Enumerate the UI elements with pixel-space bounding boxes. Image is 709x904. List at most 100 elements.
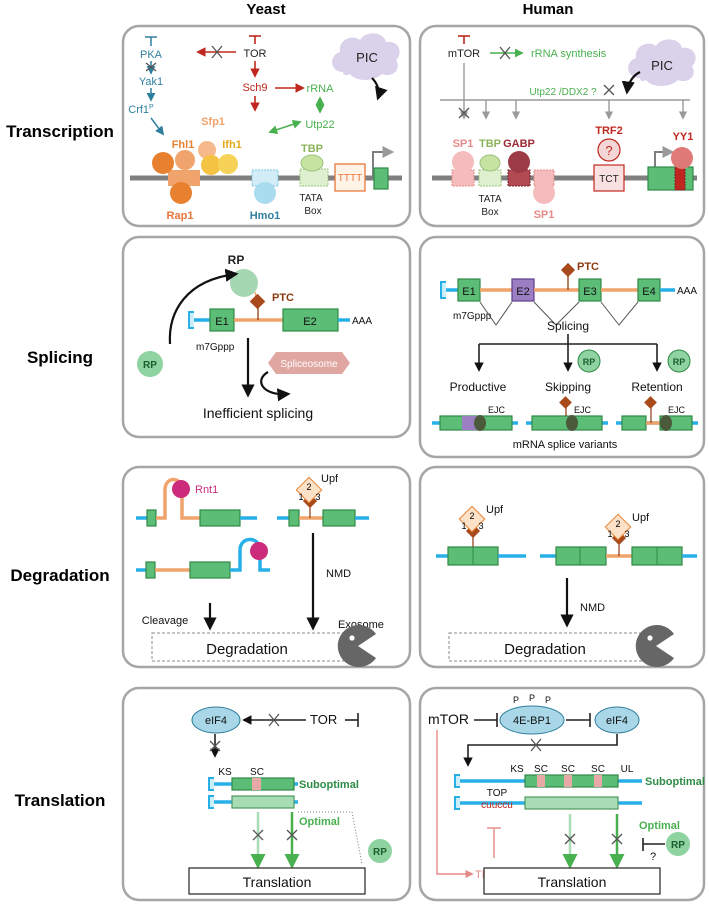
rp-label-human-tl: RP bbox=[671, 840, 685, 851]
rp-circle-yeast-tl bbox=[368, 839, 392, 863]
upf-label-human-1: Upf bbox=[486, 504, 504, 516]
eif4-yeast bbox=[191, 706, 241, 734]
sc-label-human-2: SC bbox=[561, 764, 575, 775]
phospho-3: P bbox=[545, 695, 551, 705]
rap1-site bbox=[168, 170, 200, 186]
tata-label-human: TATA bbox=[478, 194, 502, 205]
upf-complex-human-2 bbox=[604, 513, 632, 541]
upf-1-yeast: 1 bbox=[298, 492, 303, 502]
upf-2-human-b: 2 bbox=[615, 519, 620, 529]
spliceosome-label: Spliceosome bbox=[280, 359, 338, 370]
eif4-label-human: eIF4 bbox=[606, 715, 628, 727]
tor-label: TOR bbox=[243, 48, 266, 60]
yy1-label: YY1 bbox=[673, 131, 694, 143]
human-transcription: mTOR rRNA synthesis PIC Utp22 /DDX2 ? SP… bbox=[432, 35, 697, 221]
panel-human-translation bbox=[418, 686, 706, 902]
orf-optimal-human bbox=[524, 796, 619, 810]
cap-icon bbox=[188, 311, 194, 329]
upf-label-human-2: Upf bbox=[632, 512, 650, 524]
rp-skipping-label: RP bbox=[583, 357, 596, 367]
cap-label-human: m7Gppp bbox=[453, 311, 492, 322]
eif4-human bbox=[594, 706, 640, 734]
gabp-protein bbox=[508, 151, 530, 173]
upf-2-human-a: 2 bbox=[469, 511, 474, 521]
tbp-protein-human bbox=[479, 154, 501, 172]
suboptimal-label-human: Suboptimal bbox=[645, 776, 705, 788]
hmo1-protein bbox=[254, 182, 276, 204]
upf-2-yeast: 2 bbox=[306, 482, 311, 492]
rap1-protein-top bbox=[152, 152, 174, 174]
cap-optimal bbox=[208, 795, 214, 809]
utp22-ddx2-label: Utp22 /DDX2 ? bbox=[529, 87, 597, 98]
rp-retention bbox=[667, 349, 691, 373]
column-header-yeast: Yeast bbox=[246, 1, 285, 18]
rnt1-protein-2 bbox=[250, 542, 268, 560]
rnt1-protein bbox=[172, 480, 190, 498]
rrna-synthesis-label: rRNA synthesis bbox=[531, 48, 607, 60]
tttt-box bbox=[334, 163, 366, 192]
translation-label-human: Translation bbox=[538, 874, 607, 890]
cleavage-label: Cleavage bbox=[142, 615, 188, 627]
human-exon bbox=[647, 166, 694, 191]
pic-cloud bbox=[332, 33, 400, 80]
sp1-protein-human bbox=[452, 151, 474, 173]
exon-hairpin2-b bbox=[189, 561, 231, 579]
phospho-1: P bbox=[513, 695, 519, 705]
degradation-label-yeast: Degradation bbox=[206, 641, 288, 658]
yy1-site bbox=[674, 166, 686, 191]
trf2-protein bbox=[597, 138, 621, 162]
e1-label-human: E1 bbox=[462, 286, 475, 298]
tct-label: TCT bbox=[599, 174, 618, 185]
row-label-translation: Translation bbox=[15, 791, 106, 810]
question-label-human: ? bbox=[650, 851, 656, 863]
yeast-splicing: RP RP E1 PTC E2 AAA m7Gppp Spliceosome I… bbox=[137, 253, 372, 421]
exon-hd-b bbox=[555, 546, 607, 566]
yak1-label: Yak1 bbox=[139, 76, 163, 88]
cuuccu-label: cuuccu bbox=[481, 800, 513, 811]
sp1-label-top: SP1 bbox=[453, 138, 474, 150]
pic-label: PIC bbox=[356, 50, 378, 65]
pic-cloud-human bbox=[628, 39, 696, 86]
phospho-2: P bbox=[529, 693, 535, 703]
pka-label: PKA bbox=[140, 49, 163, 61]
pacman-icon-human bbox=[635, 625, 674, 668]
utp22-label: Utp22 bbox=[305, 119, 334, 131]
column-header-human: Human bbox=[523, 1, 574, 18]
exon-hairpin2-a bbox=[145, 561, 156, 579]
ifh1-label: Ifh1 bbox=[222, 139, 242, 151]
degradation-box-human bbox=[448, 632, 645, 662]
variant-retention-a bbox=[621, 415, 647, 431]
tbp-label: TBP bbox=[301, 143, 323, 155]
sc-label-human-1: SC bbox=[534, 764, 548, 775]
orf-optimal bbox=[231, 795, 295, 809]
ifh1-protein-b bbox=[218, 154, 238, 174]
mtor-label-tl: mTOR bbox=[428, 711, 469, 727]
tttt-label: TTTT bbox=[338, 173, 362, 184]
ejc-1 bbox=[474, 415, 486, 431]
bp1-label: 4E-BP1 bbox=[513, 715, 551, 727]
rrna-label: rRNA bbox=[307, 83, 335, 95]
pic-label-human: PIC bbox=[651, 58, 673, 73]
aaa-label-human: AAA bbox=[677, 286, 697, 297]
upf-3-human-b: 3 bbox=[624, 529, 629, 539]
yeast-exon bbox=[373, 167, 389, 190]
ptc-label-yeast: PTC bbox=[272, 292, 294, 304]
upf-3-yeast: 3 bbox=[315, 492, 320, 502]
ejc-label-2: EJC bbox=[574, 405, 592, 415]
tata-label: TATA bbox=[299, 193, 323, 204]
e2-label-human: E2 bbox=[516, 286, 529, 298]
upf-complex-yeast bbox=[295, 476, 323, 504]
rap1-label: Rap1 bbox=[167, 210, 194, 222]
rp-circle bbox=[137, 351, 163, 377]
yeast-degradation: Rnt1 Cleavage 1 2 3 Upf NMD Exosome Degr… bbox=[136, 473, 384, 668]
rap1-protein-bottom bbox=[170, 182, 192, 204]
crf1-label: Crf1P bbox=[128, 104, 154, 116]
yeast-transcription: PKA Yak1 Crf1P TOR Sch9 rRNA Utp22 PIC T… bbox=[128, 33, 402, 222]
rnt1-label: Rnt1 bbox=[195, 484, 218, 496]
e3-label-human: E3 bbox=[583, 286, 596, 298]
splice-variants-label: mRNA splice variants bbox=[513, 439, 618, 451]
e4-label-human: E4 bbox=[642, 286, 655, 298]
panel-human-splicing bbox=[418, 235, 706, 459]
tata-box bbox=[299, 168, 329, 187]
